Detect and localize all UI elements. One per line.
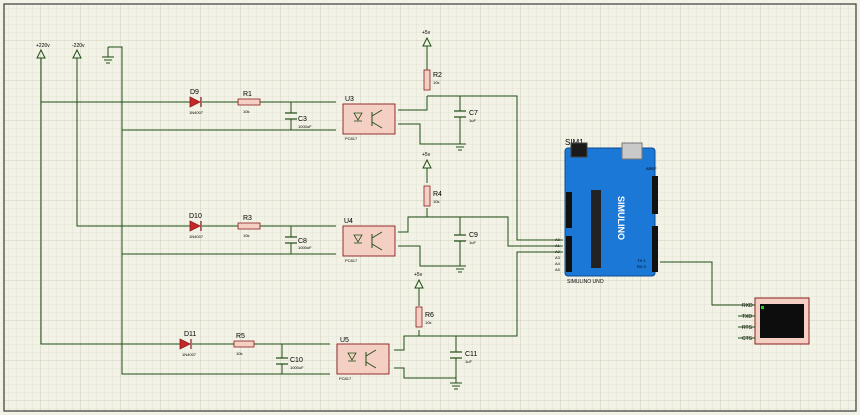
svg-text:R6: R6 [425,312,434,319]
svg-text:D10: D10 [189,213,202,220]
resistor-r5[interactable]: R5 10k [233,333,255,356]
header-right-2 [652,226,658,272]
svg-text:-220v: -220v [72,43,85,49]
svg-text:U4: U4 [344,218,353,225]
simulino-logo: SIMULINO [616,196,626,240]
svg-text:10k: 10k [433,80,439,85]
svg-text:C7: C7 [469,110,478,117]
resistor-r4[interactable]: R4 10k [423,185,442,207]
optocoupler-u5[interactable]: U5 PC817 [336,337,390,381]
ground-icon [102,56,114,64]
power-terminal-vcc-3[interactable]: +5v [414,272,424,289]
svg-text:PC817: PC817 [345,258,358,263]
ground-icon [454,265,466,273]
power-terminal-minus220[interactable]: -220v [72,43,85,59]
virtual-terminal[interactable]: RXD TXD RTS CTS [738,297,810,345]
capacitor-c7[interactable]: C7 1uF [454,110,478,123]
svg-text:R4: R4 [433,191,442,198]
svg-text:U3: U3 [345,96,354,103]
svg-text:C10: C10 [290,357,303,364]
svg-text:R2: R2 [433,72,442,79]
svg-text:1000uF: 1000uF [298,245,312,250]
svg-text:CTS: CTS [742,336,753,342]
ground-symbols [102,56,466,390]
svg-text:1uF: 1uF [465,359,472,364]
ground-icon [454,143,466,151]
header-left [566,236,572,272]
svg-text:PC817: PC817 [345,136,358,141]
svg-text:C8: C8 [298,238,307,245]
diode-d10[interactable]: D10 1N4007 [189,213,204,239]
capacitor-c10[interactable]: C10 1000uF [276,357,304,370]
usb-connector [621,142,643,160]
svg-text:C3: C3 [298,116,307,123]
power-terminal-plus220[interactable]: +220v [36,43,50,59]
resistor-r1[interactable]: R1 10k [237,91,261,114]
svg-text:TX 1: TX 1 [637,258,646,263]
svg-text:10k: 10k [425,320,431,325]
capacitor-c9[interactable]: C9 1uF [454,232,478,245]
svg-text:D9: D9 [190,89,199,96]
svg-text:+220v: +220v [36,43,50,49]
power-terminal-vcc-2[interactable]: +5v [422,152,432,169]
svg-text:R1: R1 [243,91,252,98]
header-left-2 [566,192,572,228]
svg-text:RTS: RTS [742,325,753,331]
svg-text:1N4007: 1N4007 [189,110,204,115]
capacitor-c3[interactable]: C3 1000uF [285,112,312,129]
svg-text:1N4007: 1N4007 [189,234,204,239]
svg-text:A4: A4 [555,261,561,266]
arduino-simulino-uno[interactable]: SIM1 SIMULINO AREF SIMULINO UNO A0 A1 A2… [555,138,658,285]
svg-text:A0: A0 [555,237,561,242]
svg-text:A3: A3 [555,255,561,260]
terminal-cursor [761,306,764,309]
atmega-chip [591,190,601,268]
svg-text:10k: 10k [243,233,249,238]
svg-text:A2: A2 [555,249,561,254]
svg-text:10k: 10k [243,109,249,114]
diode-d9[interactable]: D9 1N4007 [189,89,204,115]
sheet-border [3,3,857,412]
svg-text:U5: U5 [340,337,349,344]
svg-text:AREF: AREF [646,166,657,171]
power-terminal-vcc-1[interactable]: +5v [422,30,432,47]
diode-d11[interactable]: D11 1N4007 [179,331,197,357]
ground-icon [450,382,462,390]
svg-text:RXD: RXD [742,303,753,309]
optocoupler-u3[interactable]: U3 PC817 [342,96,396,141]
terminal-screen [760,304,804,338]
svg-text:A5: A5 [555,267,561,272]
svg-text:C11: C11 [465,351,477,358]
svg-text:R3: R3 [243,215,252,222]
wires [40,46,738,383]
svg-text:1N4007: 1N4007 [182,352,197,357]
svg-text:+5v: +5v [422,152,431,158]
svg-text:10k: 10k [236,351,242,356]
header-right [652,176,658,214]
svg-text:PC817: PC817 [339,376,352,381]
svg-text:1000uF: 1000uF [298,124,312,129]
power-jack [570,142,588,158]
grid [4,4,856,411]
svg-text:1uF: 1uF [469,240,476,245]
svg-text:10k: 10k [433,199,439,204]
capacitor-c11[interactable]: C11 1uF [450,351,477,364]
svg-text:1000uF: 1000uF [290,365,304,370]
svg-text:1uF: 1uF [469,118,476,123]
svg-text:C9: C9 [469,232,478,239]
svg-text:A1: A1 [555,243,561,248]
resistor-r3[interactable]: R3 10k [237,215,261,238]
optocoupler-u4[interactable]: U4 PC817 [342,218,396,263]
svg-text:SIMULINO UNO: SIMULINO UNO [567,279,604,285]
capacitor-c8[interactable]: C8 1000uF [285,236,312,250]
svg-text:R5: R5 [236,333,245,340]
svg-text:TXD: TXD [742,314,752,320]
svg-text:+5v: +5v [422,30,431,36]
resistor-r2[interactable]: R2 10k [423,69,442,91]
svg-text:D11: D11 [184,331,196,338]
svg-text:RX 0: RX 0 [637,264,647,269]
resistor-r6[interactable]: R6 10k [415,306,434,328]
svg-text:+5v: +5v [414,272,423,278]
